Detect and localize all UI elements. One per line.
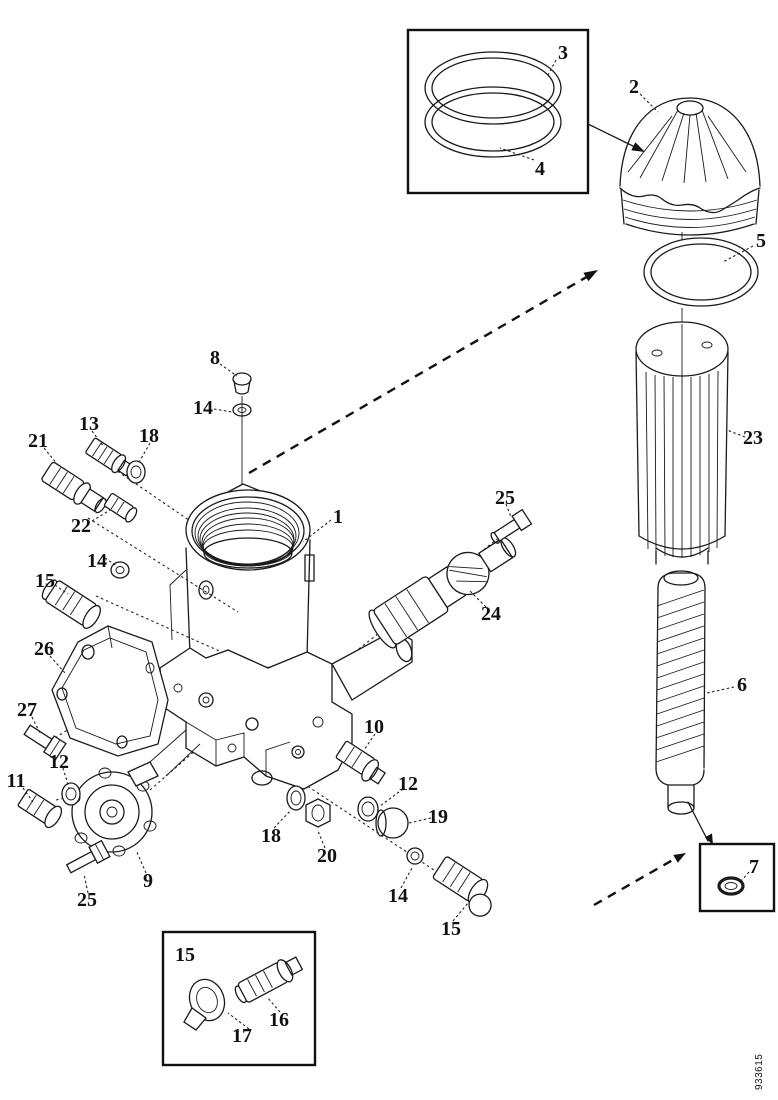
ring-12b-drawing <box>357 796 379 822</box>
callout-18b: 18 <box>261 825 281 847</box>
cap-drawing <box>619 97 761 240</box>
callout-14c: 14 <box>388 885 408 907</box>
callout-22: 22 <box>71 515 91 537</box>
housing-drawing <box>169 483 315 670</box>
fitting-13-drawing <box>85 437 134 477</box>
callout-5: 5 <box>756 230 766 252</box>
plug-20-drawing <box>305 798 331 828</box>
callout-1: 1 <box>333 506 343 528</box>
callout-25b: 25 <box>495 487 515 509</box>
callout-14b: 14 <box>87 550 107 572</box>
callout-23: 23 <box>743 427 763 449</box>
bracket-drawing <box>51 625 169 757</box>
filter-element-drawing <box>635 321 729 565</box>
bolt-27-drawing <box>23 724 67 761</box>
callout-20: 20 <box>317 845 337 867</box>
inset-box-elbow-fittings <box>161 930 317 1067</box>
washer-14b-drawing <box>110 561 130 579</box>
callout-19: 19 <box>428 806 448 828</box>
callout-3: 3 <box>558 42 568 64</box>
inset-box-small-oring <box>698 842 776 913</box>
pump-bowl-drawing <box>67 761 159 857</box>
o-ring-4-drawing <box>424 86 562 158</box>
callout-8: 8 <box>210 347 220 369</box>
callout-10: 10 <box>364 716 384 738</box>
callout-17: 17 <box>232 1025 252 1047</box>
cap-19-drawing <box>375 807 409 839</box>
nut-18a-drawing <box>126 460 146 484</box>
callout-26: 26 <box>34 638 54 660</box>
o-ring-5-drawing <box>643 237 759 322</box>
callout-18a: 18 <box>139 425 159 447</box>
callout-24: 24 <box>481 603 501 625</box>
callout-4: 4 <box>535 158 545 180</box>
washer-14c-drawing <box>406 847 424 865</box>
washer-12a-drawing <box>61 782 81 806</box>
callout-21: 21 <box>28 430 48 452</box>
fitting-15a-drawing <box>41 579 101 629</box>
fitting-15b-drawing <box>432 856 492 917</box>
fitting-16-drawing <box>234 956 304 1004</box>
fitting-22-drawing <box>103 493 138 523</box>
callout-12b: 12 <box>398 773 418 795</box>
valve-24-drawing <box>368 537 517 649</box>
inset-box-seals <box>406 28 645 195</box>
fitting-21-drawing <box>41 461 107 514</box>
callout-16: 16 <box>269 1009 289 1031</box>
vent-plug-drawing <box>232 372 252 484</box>
bolt-25a-drawing <box>65 839 111 874</box>
callout-7: 7 <box>749 856 759 878</box>
callout-11: 11 <box>7 770 26 792</box>
callout-25a: 25 <box>77 889 97 911</box>
callout-14a: 14 <box>193 397 213 419</box>
callout-27: 27 <box>17 699 37 721</box>
callout-13: 13 <box>79 413 99 435</box>
callout-12a: 12 <box>49 751 69 773</box>
callout-15a: 15 <box>35 570 55 592</box>
fitting-10-drawing <box>335 740 386 785</box>
fitting-11-drawing <box>17 788 63 829</box>
bolt-25b-drawing <box>490 508 533 544</box>
callout-15b: 15 <box>441 918 461 940</box>
o-ring-3-drawing <box>424 51 562 125</box>
callout-6: 6 <box>737 674 747 696</box>
callout-2: 2 <box>629 76 639 98</box>
separator-element-drawing <box>655 570 713 845</box>
nut-18b-drawing <box>286 785 306 811</box>
callout-labels: 3 4 2 5 23 6 7 8 14 1 21 13 18 22 14 15 … <box>7 42 766 1047</box>
callout-9: 9 <box>143 870 153 892</box>
elbow-17-drawing <box>183 978 226 1031</box>
dashed-assembly-arrows <box>248 270 686 907</box>
sheet-code: 933615 <box>754 1054 765 1090</box>
callout-15c: 15 <box>175 944 195 966</box>
leader-lines <box>22 59 754 1030</box>
